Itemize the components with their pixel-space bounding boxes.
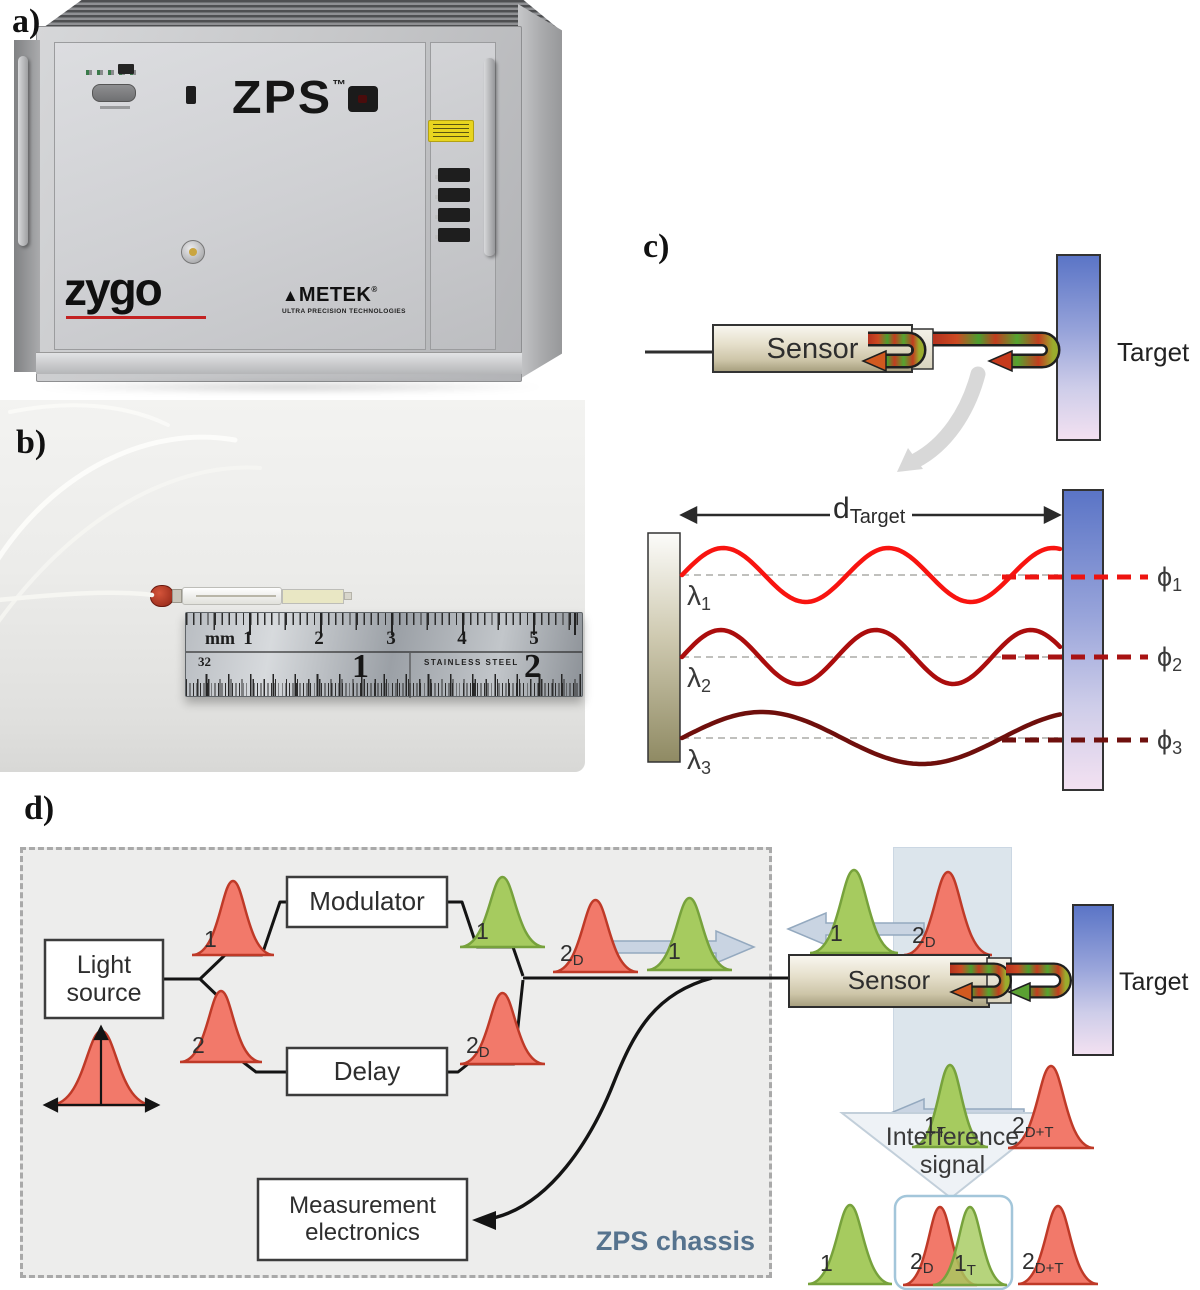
fiber-connector-2 — [438, 188, 470, 202]
zoom-swoosh-arrow — [897, 366, 986, 472]
ruler-divider — [186, 651, 582, 653]
usb-port — [186, 86, 196, 104]
panel-c-upper — [645, 254, 1101, 472]
ruler-8th-ticks — [186, 674, 582, 696]
wave-lambda1 — [679, 545, 1063, 605]
aux-port — [118, 64, 134, 74]
wave-lambda3 — [679, 709, 1063, 767]
chassis-base-trim — [36, 352, 522, 374]
red-pulse — [903, 870, 993, 957]
chassis-side-face — [518, 4, 562, 380]
modulator-box — [285, 875, 449, 929]
target-bar-c — [1056, 254, 1101, 441]
wire-arrowhead — [472, 1211, 496, 1230]
sensor-tube-section2 — [282, 589, 344, 604]
dsub-connector — [92, 84, 136, 102]
power-button — [348, 86, 378, 112]
green-pulse — [932, 1205, 1008, 1287]
sensor-tube-tip — [344, 592, 352, 600]
beam-uturn-target-d — [1006, 962, 1072, 1003]
sensor-ferrule — [172, 589, 182, 603]
red-pulse — [552, 898, 639, 974]
measurement-box — [256, 1177, 469, 1262]
warning-sticker — [428, 120, 474, 142]
ruler-cm-ticks — [186, 613, 582, 635]
spectrum-axes — [42, 1024, 161, 1113]
sensor-tube-needle — [196, 595, 276, 597]
handle-right — [484, 58, 495, 256]
red-pulse — [191, 879, 275, 957]
chassis-top-face — [40, 0, 560, 30]
panel-c-lower — [647, 489, 1148, 791]
fiber-connector-4 — [438, 228, 470, 242]
pulses — [49, 868, 1099, 1287]
red-pulse — [1017, 1204, 1099, 1286]
red-pulse — [1007, 1064, 1095, 1150]
dsub-label — [100, 106, 130, 109]
sensor-box-d — [788, 954, 990, 1008]
chassis-shadow — [30, 380, 550, 394]
power-button-light — [358, 95, 367, 103]
green-pulse — [807, 1203, 893, 1286]
wave-baselines — [682, 574, 1058, 739]
phase-dashes — [1002, 574, 1148, 743]
target-bar-lower — [1062, 489, 1104, 791]
red-pulse — [459, 991, 546, 1066]
fiber-connector-1 — [438, 168, 470, 182]
fiber-connector-3 — [438, 208, 470, 222]
handle-left — [18, 56, 28, 246]
green-pulse — [911, 1063, 989, 1149]
delay-box — [285, 1046, 449, 1097]
red-pulse — [179, 989, 263, 1064]
led-row — [86, 70, 136, 75]
wave-lambda2 — [679, 627, 1063, 687]
green-pulse — [646, 896, 733, 972]
distance-arrow — [679, 505, 1062, 525]
ruler — [185, 612, 583, 698]
target-bar-d — [1072, 904, 1114, 1056]
front-knob — [181, 240, 205, 264]
fiber-coil — [0, 403, 262, 623]
green-pulse — [809, 868, 899, 955]
light-source-box — [43, 938, 165, 1020]
green-pulse — [459, 875, 546, 949]
zygo-underline — [66, 316, 206, 319]
panel-d — [42, 868, 1114, 1290]
chassis-photo — [0, 0, 575, 400]
reference-bar — [647, 532, 681, 763]
beam-uturn-target-c — [933, 331, 1061, 373]
beam-uturn-sensor-c — [861, 331, 927, 373]
sensor-photo — [0, 400, 585, 772]
beam-uturn-sensor-d — [949, 962, 1012, 1003]
